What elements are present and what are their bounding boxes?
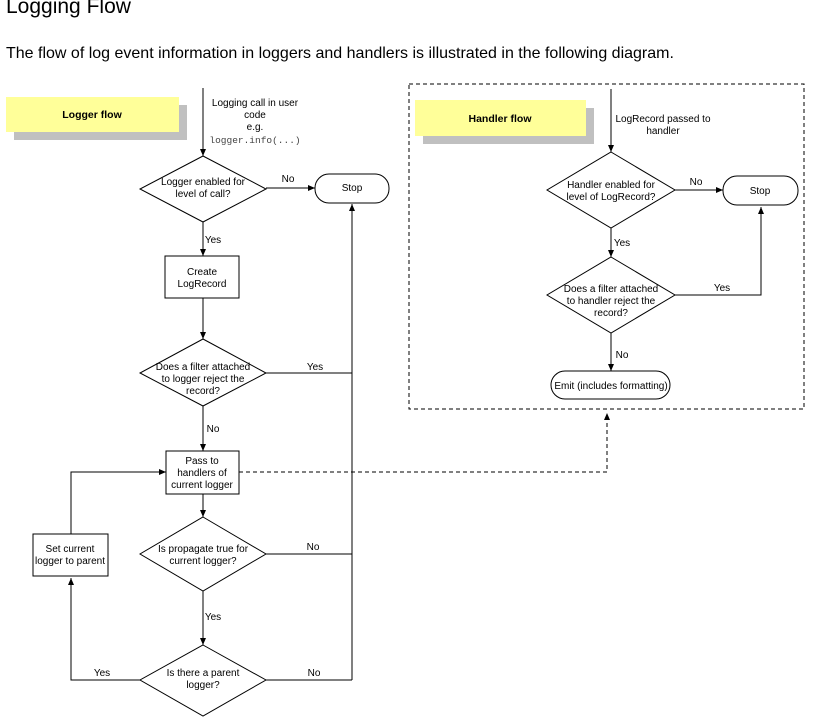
edge-label-yes: Yes: [205, 612, 221, 623]
intro-paragraph: The flow of log event information in log…: [6, 45, 674, 62]
svg-text:Emit (includes formatting): Emit (includes formatting): [554, 381, 667, 392]
logger-entry-text: Logging call in user code e.g. logger.in…: [209, 98, 300, 146]
svg-text:LogRecord: LogRecord: [178, 279, 227, 290]
handler-entry-text: LogRecord passed to handler: [615, 114, 711, 137]
edge-label-yes: Yes: [714, 283, 730, 294]
parent-logger-decision: Is there a parent logger?: [138, 644, 268, 717]
svg-text:handler: handler: [646, 126, 680, 137]
logger-flow-title: Logger flow: [62, 109, 122, 121]
logger-flow-note: Logger flow: [6, 97, 187, 140]
emit-terminal: Emit (includes formatting): [550, 370, 671, 400]
handler-flow-note: Handler flow: [415, 100, 594, 144]
logger-enabled-decision: Logger enabled for level of call?: [138, 155, 268, 223]
edge-label-no: No: [207, 424, 220, 435]
handler-stop-terminal: Stop: [722, 175, 799, 206]
svg-text:code: code: [244, 110, 266, 121]
pass-to-handlers-box: Pass to handlers of current logger: [165, 450, 240, 495]
edge-label-yes: Yes: [94, 668, 110, 679]
svg-text:level of call?: level of call?: [175, 189, 230, 200]
svg-text:Is propagate true for: Is propagate true for: [158, 544, 249, 555]
svg-text:Logging call in user: Logging call in user: [212, 98, 299, 109]
set-parent-box: Set current logger to parent: [32, 533, 109, 577]
svg-text:record?: record?: [186, 386, 220, 397]
logger-entry-code: logger.info(...): [209, 135, 300, 146]
svg-text:logger to parent: logger to parent: [35, 556, 105, 567]
handler-flow-container: [408, 83, 805, 410]
edge-label-no: No: [307, 542, 320, 553]
svg-text:Create: Create: [187, 267, 217, 278]
svg-text:level of LogRecord?: level of LogRecord?: [567, 192, 656, 203]
edge-label-yes: Yes: [205, 235, 221, 246]
svg-text:current logger?: current logger?: [169, 556, 237, 567]
handler-enabled-decision: Handler enabled for level of LogRecord?: [546, 151, 676, 229]
svg-text:Is there a parent: Is there a parent: [167, 668, 240, 679]
svg-text:Pass to: Pass to: [185, 456, 219, 467]
handlers-dashed-link: [239, 413, 610, 473]
svg-text:Stop: Stop: [342, 183, 363, 194]
svg-text:Stop: Stop: [750, 186, 771, 197]
svg-text:LogRecord passed to: LogRecord passed to: [615, 114, 711, 125]
svg-text:record?: record?: [594, 308, 628, 319]
svg-text:to handler reject the: to handler reject the: [567, 296, 656, 307]
page-title: Logging Flow: [6, 0, 131, 18]
svg-text:to logger reject the: to logger reject the: [162, 374, 245, 385]
svg-text:Does a filter attached: Does a filter attached: [564, 284, 659, 295]
svg-text:Logger enabled for: Logger enabled for: [161, 177, 246, 188]
svg-text:Does a filter attached: Does a filter attached: [156, 362, 251, 373]
edge-label-no: No: [690, 177, 703, 188]
create-logrecord-box: Create LogRecord: [164, 255, 240, 299]
edge-label-yes: Yes: [307, 362, 323, 373]
propagate-decision: Is propagate true for current logger?: [139, 516, 267, 592]
edge-label-no: No: [616, 350, 629, 361]
svg-text:e.g.: e.g.: [247, 122, 264, 133]
svg-text:current logger: current logger: [171, 480, 233, 491]
svg-text:logger?: logger?: [186, 680, 220, 691]
edge-label-no: No: [308, 668, 321, 679]
svg-text:handlers of: handlers of: [177, 468, 227, 479]
logger-stop-terminal: Stop: [314, 173, 390, 204]
edge-label-no: No: [282, 174, 295, 185]
svg-text:Set current: Set current: [46, 544, 95, 555]
handler-filter-decision: Does a filter attached to handler reject…: [546, 256, 676, 334]
edge-label-yes: Yes: [614, 238, 630, 249]
svg-text:Handler enabled for: Handler enabled for: [567, 180, 656, 191]
handler-flow-title: Handler flow: [468, 113, 532, 125]
logger-filter-decision: Does a filter attached to logger reject …: [138, 338, 268, 407]
